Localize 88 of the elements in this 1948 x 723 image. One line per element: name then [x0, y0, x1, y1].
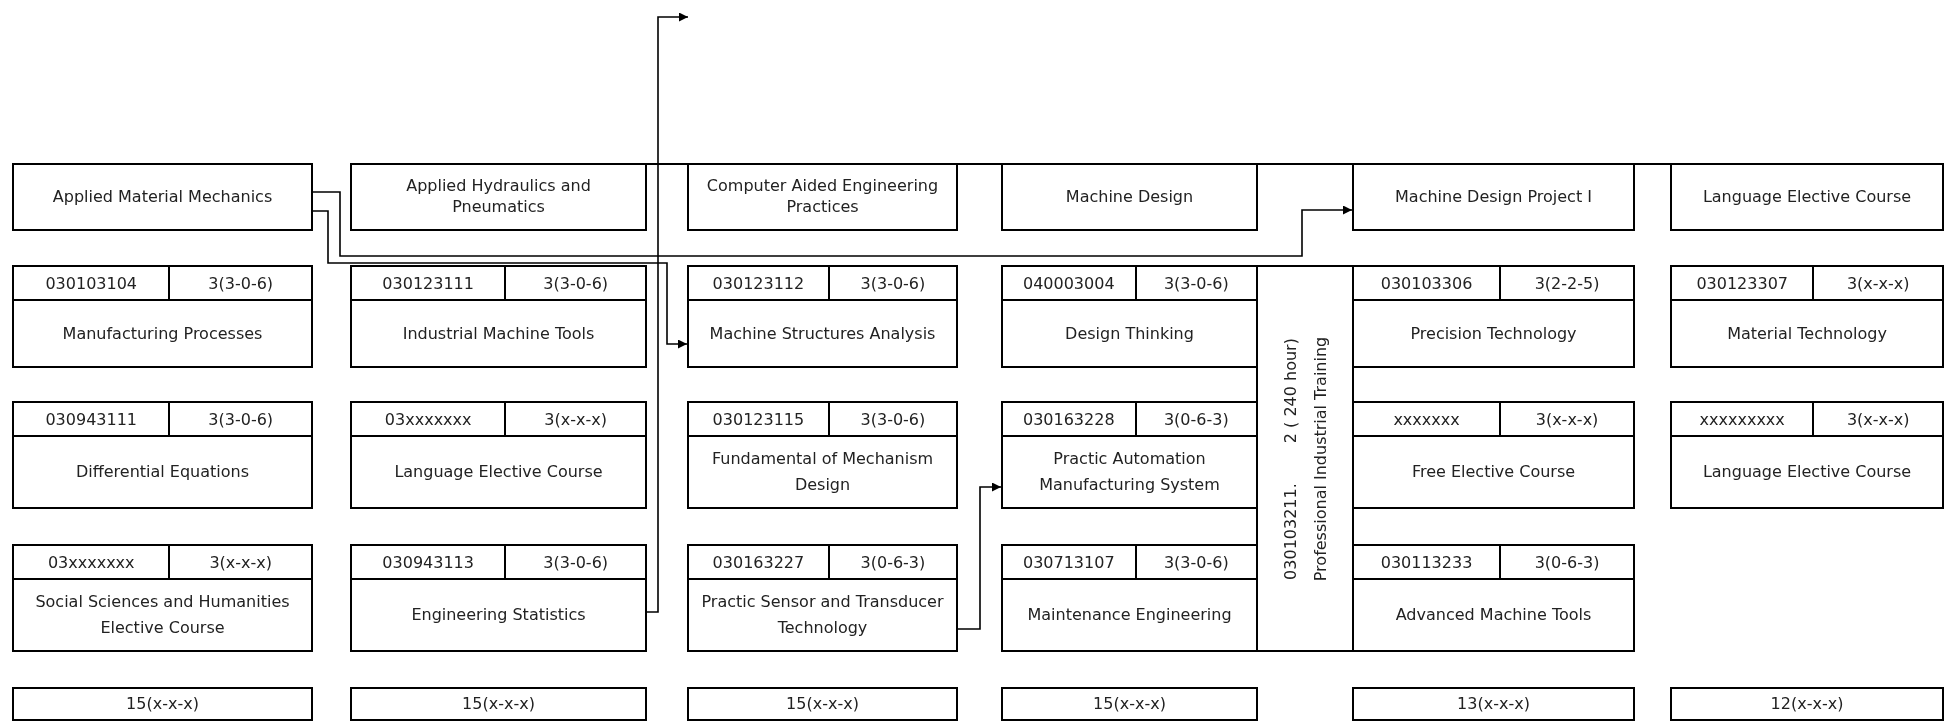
course-title: Applied Hydraulics and Pneumatics — [350, 163, 647, 231]
course-code: 030123112 — [689, 267, 830, 299]
credit-hours: 3(x-x-x) — [1534, 408, 1600, 431]
credit-hours: 3(3-0-6) — [859, 272, 927, 295]
course-box — [1001, 265, 1258, 368]
course-name: Free Elective Course — [1410, 461, 1577, 484]
credit-hours: 3(3-0-6) — [542, 272, 610, 295]
course-box — [12, 401, 313, 509]
credit-total: 12(x-x-x) — [1670, 687, 1944, 721]
course-name: Machine Structures Analysis — [708, 322, 937, 345]
course-name: Language Elective Course — [393, 461, 604, 484]
credit-total: 13(x-x-x) — [1352, 687, 1635, 721]
credit-total: 15(x-x-x) — [350, 687, 647, 721]
course-title: Language Elective Course — [1670, 163, 1944, 231]
training-box — [1256, 265, 1354, 652]
credit-hours: 2 ( 240 hour) — [1278, 337, 1300, 443]
credit-total: 15(x-x-x) — [1001, 687, 1258, 721]
course-name: Design Thinking — [1064, 322, 1195, 345]
arrow — [312, 210, 688, 349]
credit-hours: 3(3-0-6) — [207, 408, 275, 431]
course-box — [1352, 265, 1635, 368]
course-code: 030943113 — [352, 546, 507, 578]
credit-hours: 3(0-6-3) — [1533, 551, 1601, 574]
course-title: Applied Material Mechanics — [12, 163, 313, 231]
arrow — [312, 191, 1353, 257]
course-name: Differential Equations — [74, 461, 251, 484]
credit-hours: 3(3-0-6) — [207, 272, 275, 295]
course-box — [1670, 265, 1944, 368]
course-box — [12, 265, 313, 368]
course-box — [350, 265, 647, 368]
credit-hours: 3(x-x-x) — [543, 408, 608, 431]
course-code: 030713107 — [1003, 546, 1137, 578]
course-name: Professional Industrial Training — [1310, 336, 1329, 581]
course-name: Social Sciences and Humanities Elective Course — [34, 591, 291, 639]
credit-hours: 3(x-x-x) — [1845, 272, 1911, 295]
course-name: Industrial Machine Tools — [401, 322, 596, 345]
course-code: xxxxxxx — [1354, 403, 1502, 435]
course-code: 030103211. — [1278, 482, 1300, 580]
course-name: Language Elective Course — [1701, 461, 1913, 484]
course-title: Machine Design Project I — [1352, 163, 1635, 231]
course-box — [1670, 401, 1944, 509]
course-box — [350, 401, 647, 509]
credit-hours: 3(x-x-x) — [1845, 408, 1911, 431]
course-code: 030943111 — [14, 403, 171, 435]
credit-hours: 3(3-0-6) — [542, 551, 610, 574]
course-code: 030103306 — [1354, 267, 1502, 299]
course-code: 030123307 — [1672, 267, 1815, 299]
credit-total: 15(x-x-x) — [12, 687, 313, 721]
credit-hours: 3(0-6-3) — [1162, 408, 1230, 431]
course-code: 03xxxxxxx — [14, 546, 171, 578]
credit-hours: 3(3-0-6) — [1162, 551, 1230, 574]
arrow — [646, 12, 689, 613]
credit-hours: 3(3-0-6) — [1162, 272, 1230, 295]
course-code: 030163228 — [1003, 403, 1137, 435]
course-name: Fundamental of Mechanism Design — [710, 448, 935, 496]
course-name: Precision Technology — [1409, 322, 1578, 345]
course-code: 030123111 — [352, 267, 507, 299]
course-box — [1001, 544, 1258, 652]
course-box — [350, 544, 647, 652]
arrow — [957, 482, 1002, 630]
course-code: 03xxxxxxx — [352, 403, 507, 435]
course-name: Practic Automation Manufacturing System — [1038, 448, 1221, 496]
course-name: Maintenance Engineering — [1026, 604, 1233, 627]
credit-total: 15(x-x-x) — [687, 687, 958, 721]
course-title: Computer Aided Engineering Practices — [687, 163, 958, 231]
course-box — [1001, 401, 1258, 509]
course-box — [687, 401, 958, 509]
credit-hours: 3(2-2-5) — [1533, 272, 1601, 295]
credit-hours: 3(x-x-x) — [208, 551, 274, 574]
course-name: Manufacturing Processes — [61, 322, 264, 345]
course-box — [687, 544, 958, 652]
course-name: Engineering Statistics — [410, 604, 587, 627]
course-name: Practic Sensor and Transducer Technology — [700, 591, 945, 639]
course-box — [12, 544, 313, 652]
course-title: Machine Design — [1001, 163, 1258, 231]
credit-hours: 3(0-6-3) — [859, 551, 927, 574]
credit-hours: 3(3-0-6) — [859, 408, 927, 431]
course-code: 030113233 — [1354, 546, 1502, 578]
course-name: Material Technology — [1726, 322, 1888, 345]
course-box — [687, 265, 958, 368]
course-code: 040003004 — [1003, 267, 1137, 299]
course-code: 030123115 — [689, 403, 830, 435]
course-name: Advanced Machine Tools — [1394, 604, 1593, 627]
course-code: 030163227 — [689, 546, 830, 578]
course-code: 030103104 — [14, 267, 171, 299]
course-box — [1352, 401, 1635, 509]
course-box — [1352, 544, 1635, 652]
course-code: xxxxxxxxx — [1672, 403, 1815, 435]
